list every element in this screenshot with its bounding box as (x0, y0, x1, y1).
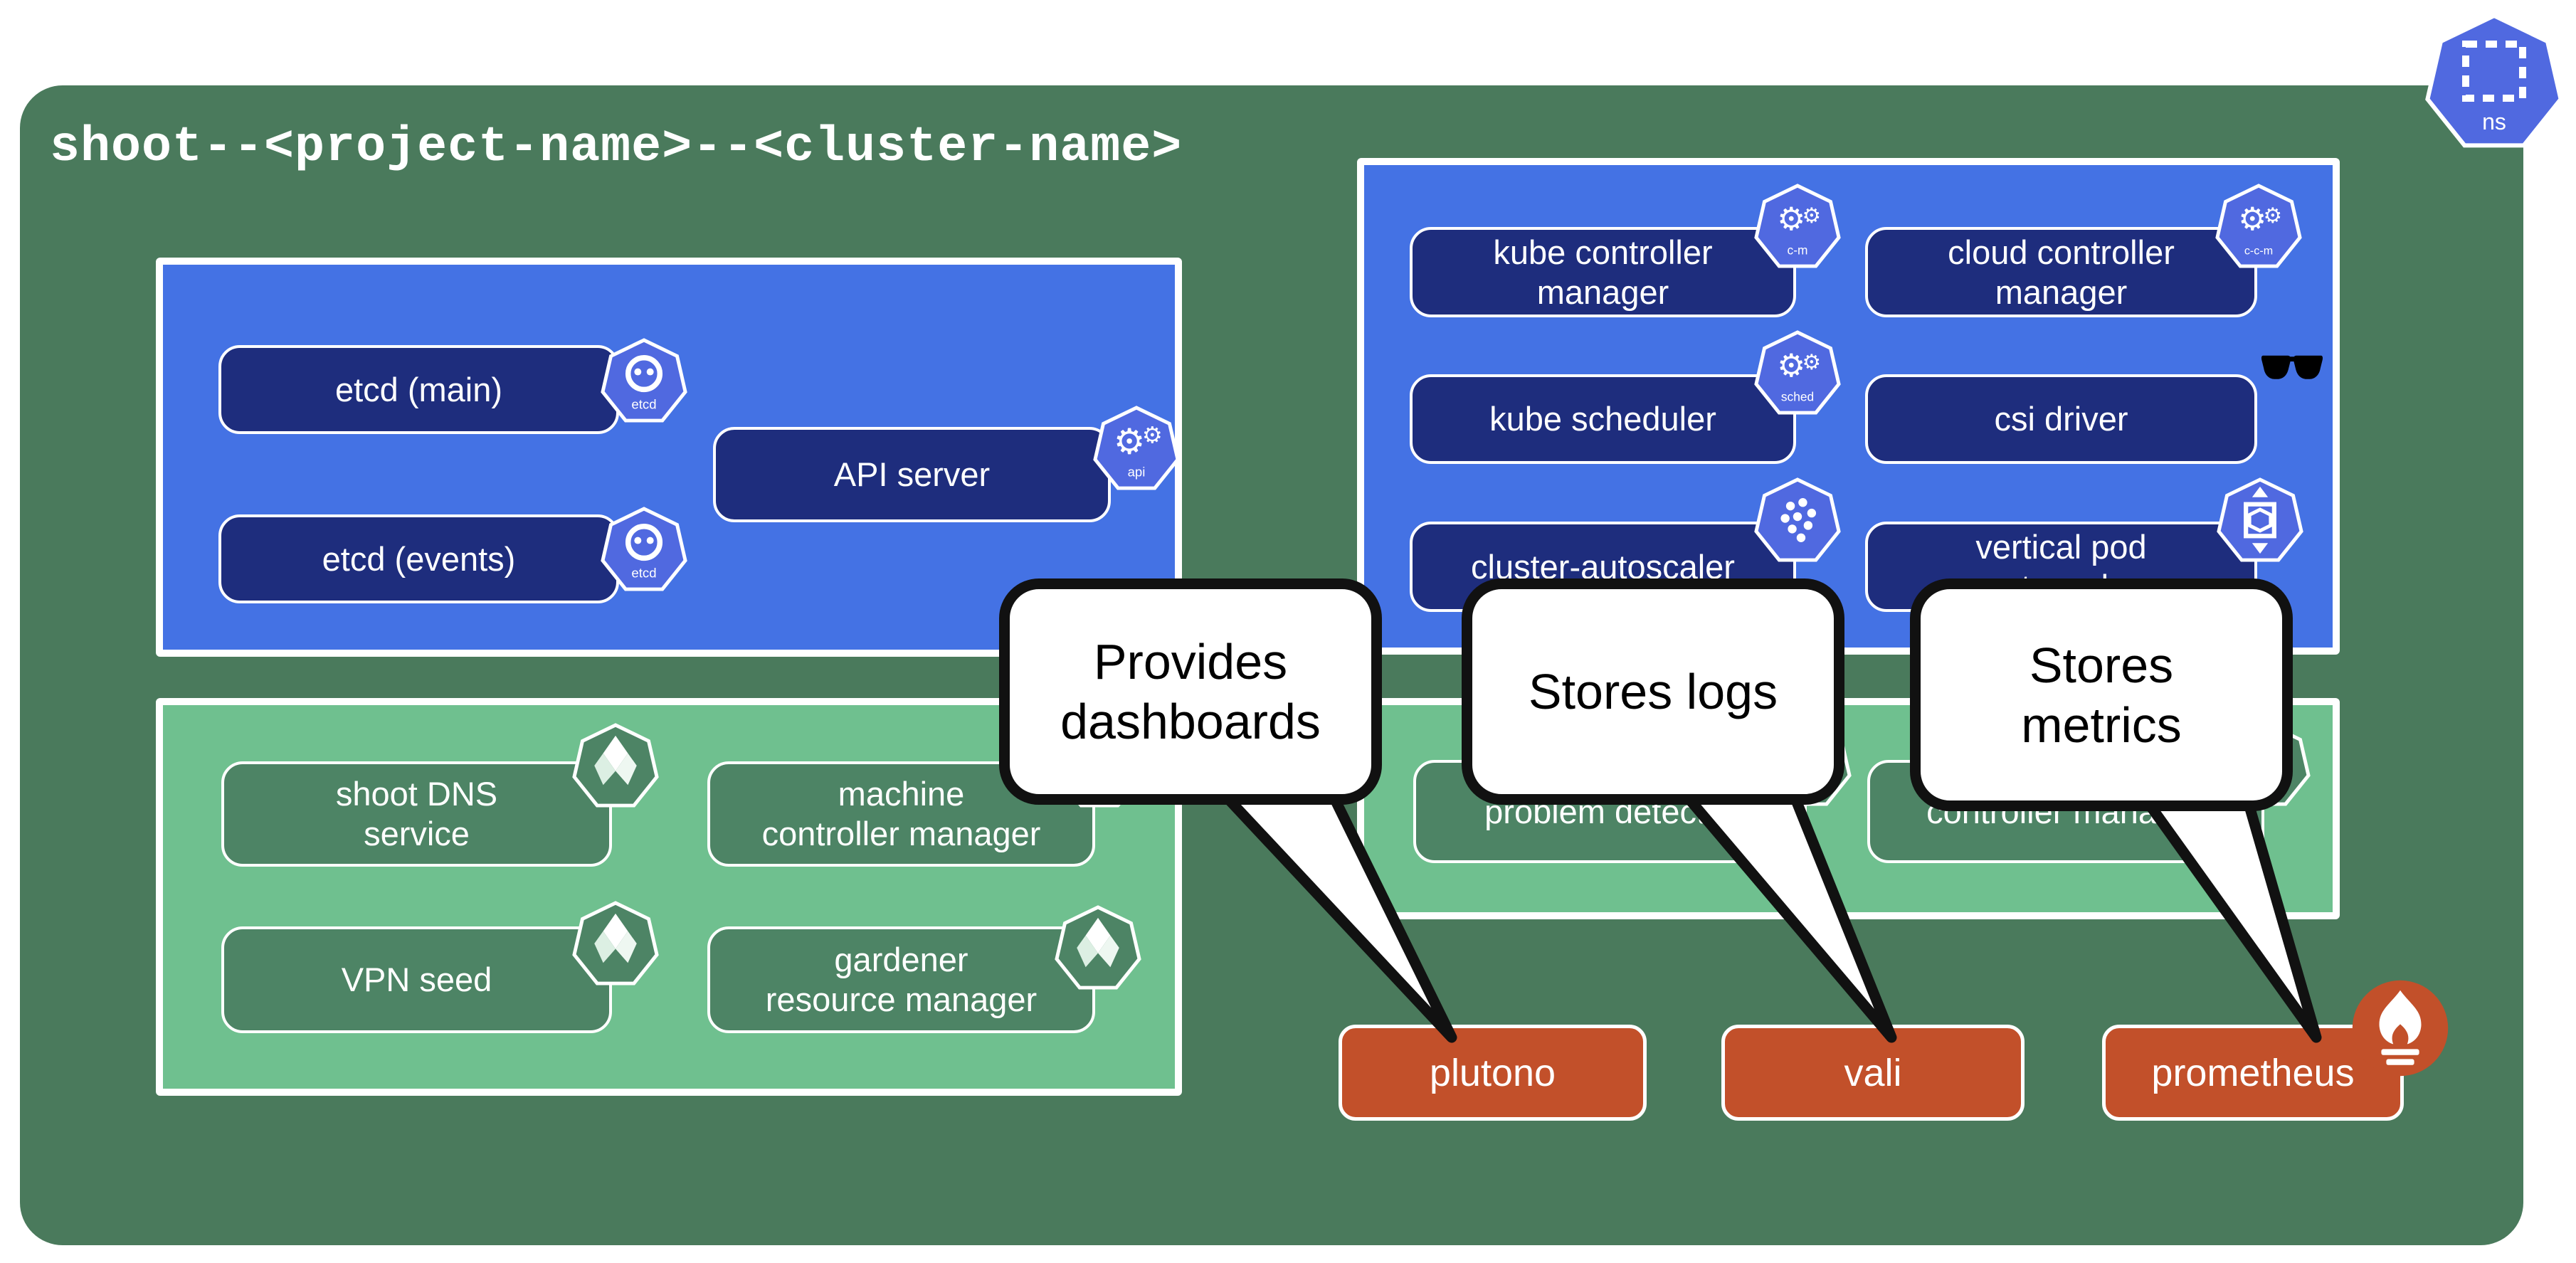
cm-icon-label: c-m (1788, 243, 1808, 258)
node-shoot-dns-service: shoot DNS service (221, 761, 612, 867)
node-label: etcd (main) (334, 370, 503, 408)
node-api-server: API server (713, 427, 1111, 522)
node-label-line1: vertical pod (1975, 527, 2147, 566)
node-gardener-resource-manager: gardener resource manager (707, 926, 1095, 1033)
svg-text:⚙: ⚙ (1802, 204, 1822, 228)
etcd-icon-label: etcd (631, 566, 656, 581)
svg-text:⚙: ⚙ (1802, 350, 1822, 375)
api-icon-label: api (1128, 465, 1146, 480)
svg-text:⚙: ⚙ (2238, 201, 2266, 238)
node-label-line2: service (364, 815, 470, 852)
namespace-title: shoot--<project-name>--<cluster-name> (50, 120, 1183, 176)
svg-text:⚙: ⚙ (1142, 422, 1163, 449)
node-label: VPN seed (341, 961, 492, 998)
ccm-icon-label: c-c-m (2244, 245, 2273, 258)
node-label: API server (833, 455, 991, 493)
callout-line1: Provides (1093, 634, 1288, 689)
node-label-line2: controller manager (761, 815, 1041, 852)
gardener-icon (572, 723, 659, 808)
kube-scheduler-icon: ⚙ ⚙ sched (1754, 330, 1841, 415)
gardener-icon (572, 901, 659, 985)
vertical-pod-autoscaler-icon (2217, 477, 2303, 562)
etcd-icon-label: etcd (631, 397, 656, 412)
service-vali: vali (1721, 1025, 2025, 1121)
node-etcd-events: etcd (events) (218, 514, 619, 603)
node-label: kube scheduler (1489, 400, 1716, 438)
namespace-icon-label: ns (2482, 109, 2506, 134)
etcd-icon: etcd (601, 507, 687, 591)
node-label-line1: kube controller (1493, 233, 1713, 271)
node-cloud-controller-manager: cloud controller manager (1865, 227, 2257, 317)
node-label: etcd (events) (322, 539, 516, 578)
etcd-icon: etcd (601, 338, 687, 423)
svg-text:⚙: ⚙ (2264, 204, 2283, 228)
node-kube-controller-manager: kube controller manager (1410, 227, 1796, 317)
prometheus-flame-icon (2352, 980, 2449, 1077)
api-server-icon: ⚙ ⚙ api (1093, 406, 1180, 490)
node-etcd-main: etcd (main) (218, 345, 619, 434)
callout-line2: metrics (2021, 697, 2182, 753)
node-machine-controller-manager: machine controller manager (707, 761, 1095, 867)
kube-controller-manager-icon: ⚙ ⚙ c-m (1754, 184, 1841, 268)
sched-icon-label: sched (1781, 390, 1814, 404)
gardener-icon (1055, 905, 1141, 990)
node-label-line1: gardener (834, 941, 968, 978)
node-label: csi driver (1994, 400, 2128, 438)
callout-stores-logs: Stores logs (1462, 578, 1844, 805)
svg-text:⚙: ⚙ (1777, 201, 1805, 238)
svg-text:⚙: ⚙ (1777, 347, 1805, 384)
callout-line1: Stores (2029, 637, 2174, 693)
svg-text:⚙: ⚙ (1114, 421, 1145, 462)
node-label-line1: shoot DNS (335, 775, 498, 813)
namespace-icon: ns (2425, 13, 2563, 148)
node-label-line1: machine (838, 775, 965, 813)
callout-stores-metrics: Stores metrics (1910, 578, 2293, 811)
service-label: vali (1844, 1051, 1902, 1094)
service-label: prometheus (2151, 1051, 2355, 1094)
node-kube-scheduler: kube scheduler (1410, 374, 1796, 464)
node-label-line2: resource manager (765, 981, 1038, 1018)
service-label: plutono (1429, 1051, 1556, 1094)
node-label-line2: manager (1995, 273, 2128, 311)
callout-provides-dashboards: Provides dashboards (999, 578, 1382, 805)
cluster-autoscaler-icon (1754, 477, 1841, 562)
node-vpn-seed: VPN seed (221, 926, 612, 1033)
service-plutono: plutono (1339, 1025, 1647, 1121)
cloud-controller-manager-icon: ⚙ ⚙ c-c-m (2215, 184, 2302, 268)
node-label-line1: cloud controller (1948, 233, 2175, 271)
sunglasses-icon (2261, 355, 2323, 379)
node-csi-driver: csi driver (1865, 374, 2257, 464)
callout-line1: Stores logs (1528, 664, 1778, 719)
callout-line2: dashboards (1060, 694, 1321, 749)
node-label-line2: manager (1536, 273, 1669, 311)
